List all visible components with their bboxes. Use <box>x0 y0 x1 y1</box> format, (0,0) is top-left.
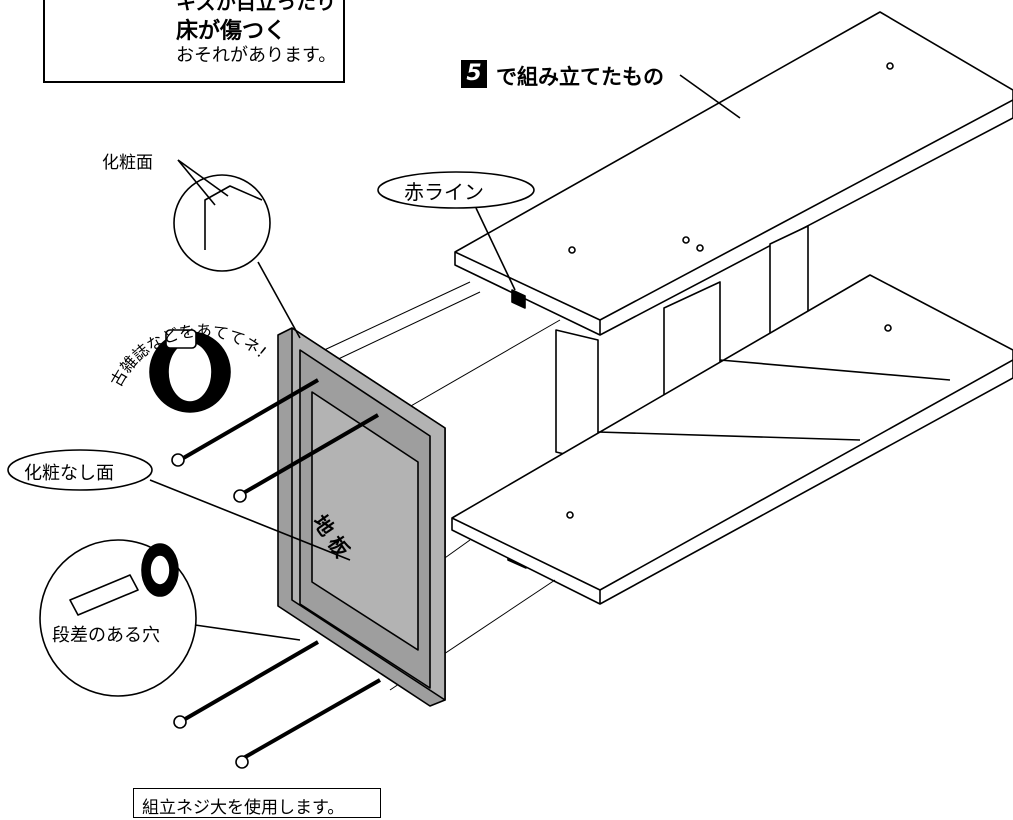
step-number-badge: 5 <box>461 60 487 88</box>
stepped-hole-callout <box>39 539 301 697</box>
note-box <box>133 788 381 818</box>
magazine-tip-label: 古雑誌などをあててネ! <box>107 321 270 390</box>
assembled-unit-top <box>454 11 1013 336</box>
warning-line-1: キズが目立ったり <box>176 0 336 14</box>
red-line-bubble <box>377 171 535 209</box>
stepped-hole-label: 段差のある穴 <box>52 625 160 646</box>
red-line-label: 赤ライン <box>404 180 484 204</box>
cosmetic-face-label: 化粧面 <box>102 153 153 173</box>
warning-box <box>43 0 345 83</box>
warning-line-2: 床が傷つく <box>176 19 287 44</box>
screw-note: 組立ネジ大を使用します。 <box>142 798 345 818</box>
assembled-unit-base <box>451 274 1013 605</box>
red-line-mark <box>511 289 526 309</box>
screw-icon <box>171 378 381 769</box>
svg-text:古雑誌などをあててネ!: 古雑誌などをあててネ! <box>107 321 270 390</box>
hammer-icon <box>149 329 231 413</box>
non-cosmetic-face-label: 化粧なし面 <box>24 463 114 484</box>
warning-line-3: おそれがあります。 <box>176 45 337 66</box>
magazine-tip-arc: 古雑誌などをあててネ! <box>107 321 270 390</box>
step-title: で組み立てたもの <box>496 65 664 89</box>
bottom-board <box>277 327 446 707</box>
cosmetic-face-callout <box>173 159 301 339</box>
non-cosmetic-bubble <box>7 449 153 491</box>
